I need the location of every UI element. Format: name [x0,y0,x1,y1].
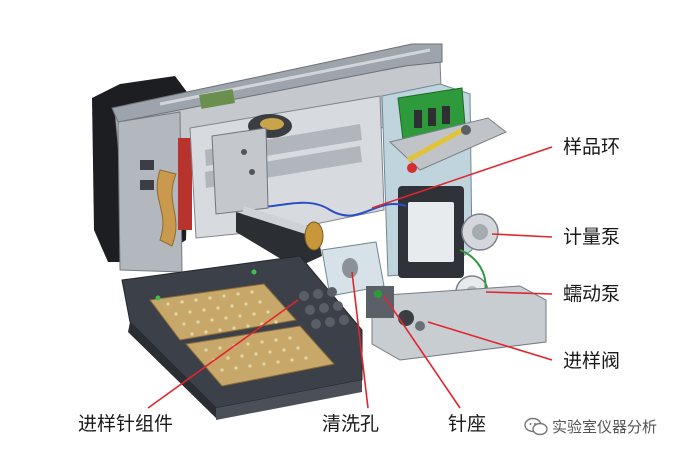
plate-wells-1 [166,290,278,336]
label-injection-valve: 进样阀 [563,350,621,372]
leader-sample-loop [371,146,553,209]
red-circuit-card [178,138,192,230]
base-plate [371,285,547,361]
ribbon-cable [156,169,177,247]
label-needle-seat: 针座 [448,413,487,435]
leader-wash-port [351,271,369,409]
needle-arm-tower [211,127,269,215]
watermark: 实验室仪器分析 [524,416,657,437]
wash-port-hole [342,258,358,278]
leader-injection-valve [427,321,553,361]
label-wash-port: 清洗孔 [322,413,380,435]
label-peristaltic-pump: 蠕动泵 [563,283,621,305]
needle-carriage-arm [236,212,322,268]
label-metering-pump: 计量泵 [563,226,621,248]
sample-loop-knob [407,163,417,173]
label-needle-assembly: 进样针组件 [78,413,174,435]
sample-plate-1 [149,283,297,341]
leader-needle-assembly [147,299,299,409]
sample-tray-housing [121,255,363,409]
leader-lines [147,146,553,409]
leader-metering-pump [491,233,553,238]
leader-needle-seat [383,295,461,409]
label-sample-loop: 样品环 [563,136,621,158]
leader-peristaltic-pump [485,291,553,295]
needle-spring [304,221,324,251]
vial-rack [299,287,349,329]
wechat-icon [524,417,548,435]
watermark-text: 实验室仪器分析 [552,418,658,436]
